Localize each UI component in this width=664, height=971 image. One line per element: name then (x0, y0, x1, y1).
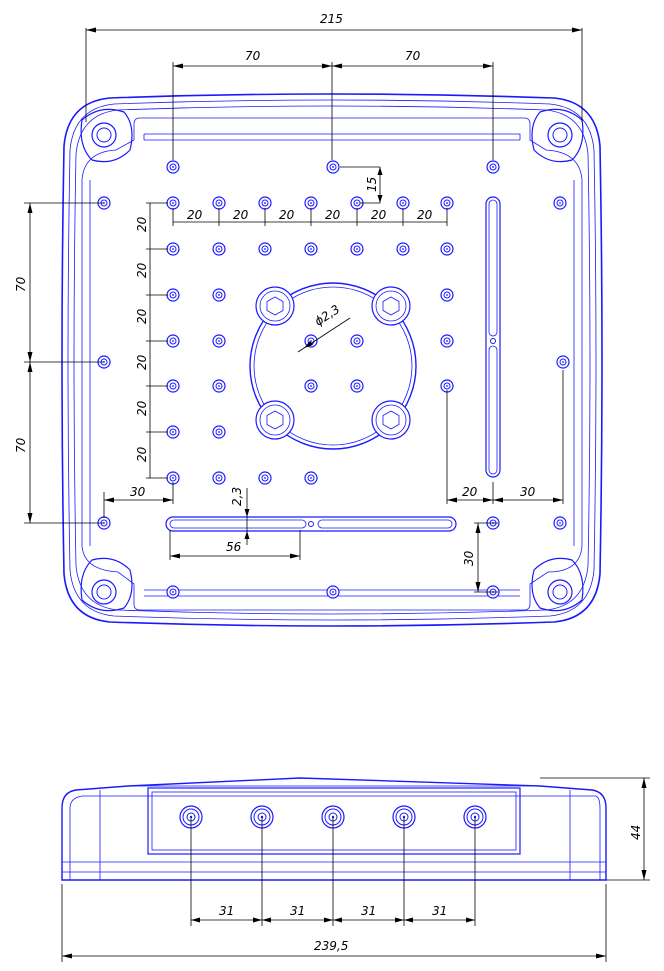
grid-hole (212, 334, 226, 348)
dim-hole-spacing-top-right: 70 (405, 49, 421, 63)
dim-slot-length: 56 (226, 540, 242, 554)
dim-vertical-upper: 70 (14, 276, 28, 292)
dim-grid-x-3: 20 (279, 208, 295, 222)
dim-port-spacing-3: 31 (361, 904, 376, 918)
dim-hole-diameter: ϕ2,3 (312, 302, 342, 328)
perimeter-hole (326, 585, 340, 599)
dim-side-overall-length: 239,5 (314, 939, 348, 953)
grid-hole (212, 471, 226, 485)
corner-lug-top-right (531, 108, 584, 163)
grid-hole (396, 196, 410, 210)
perimeter-hole (553, 516, 567, 530)
grid-hole (166, 242, 180, 256)
dim-grid-x-6: 20 (417, 208, 433, 222)
dim-grid-x-1: 20 (187, 208, 203, 222)
dim-grid-y-2: 20 (135, 262, 149, 278)
grid-hole (258, 196, 272, 210)
dim-grid-y-6: 20 (135, 446, 149, 462)
grid-hole (440, 196, 454, 210)
grid-hole (212, 196, 226, 210)
mounting-holes (97, 160, 570, 599)
dim-grid-y-3: 20 (135, 308, 149, 324)
grid-hole (396, 242, 410, 256)
grid-hole (440, 242, 454, 256)
grid-hole (166, 196, 180, 210)
ring-inner-hole (350, 334, 364, 348)
grid-hole (166, 288, 180, 302)
dim-vertical-lower: 70 (14, 437, 28, 453)
perimeter-hole (556, 355, 570, 369)
ring-boss-bottom-left (255, 400, 295, 440)
grid-hole (212, 425, 226, 439)
perimeter-hole (166, 585, 180, 599)
dim-grid-y-4: 20 (135, 354, 149, 370)
central-mount-ring (249, 282, 417, 450)
grid-hole (440, 379, 454, 393)
dim-side-height: 44 (629, 825, 643, 840)
dim-port-spacing-2: 31 (290, 904, 305, 918)
side-view-dimensions: 44 31 31 31 31 239,5 (61, 777, 650, 962)
grid-hole (166, 334, 180, 348)
ring-boss-bottom-right (371, 400, 411, 440)
dim-bottom-right-30: 30 (462, 550, 476, 566)
dim-grid-y-5: 20 (135, 400, 149, 416)
grid-hole (440, 334, 454, 348)
dim-hole-spacing-top-left: 70 (245, 49, 261, 63)
perimeter-hole (166, 160, 180, 174)
side-view-body (61, 777, 607, 881)
dim-port-spacing-4: 31 (432, 904, 447, 918)
horizontal-slot (165, 516, 457, 532)
dim-overall-width: 215 (320, 12, 343, 26)
ring-inner-hole (304, 379, 318, 393)
corner-lug-bottom-left (80, 557, 133, 612)
corner-lug-top-left (80, 108, 133, 163)
perimeter-hole (486, 160, 500, 174)
grid-hole (350, 242, 364, 256)
grid-hole (166, 379, 180, 393)
dim-right-20: 20 (462, 485, 478, 499)
dim-right-30: 30 (520, 485, 536, 499)
grid-hole (304, 471, 318, 485)
grid-hole (212, 288, 226, 302)
dim-grid-x-2: 20 (233, 208, 249, 222)
ring-inner-hole (350, 379, 364, 393)
grid-hole (440, 288, 454, 302)
perimeter-hole (326, 160, 340, 174)
ring-boss-top-left (255, 286, 295, 326)
grid-hole (304, 242, 318, 256)
dim-slot-width-left: 2,3 (230, 487, 244, 506)
grid-hole (166, 425, 180, 439)
dim-grid-y-1: 20 (135, 216, 149, 232)
vertical-slot (485, 196, 501, 478)
grid-hole (258, 471, 272, 485)
dim-left-offset: 30 (130, 485, 146, 499)
dim-grid-x-4: 20 (325, 208, 341, 222)
dim-offset-15: 15 (365, 177, 379, 192)
ring-boss-top-right (371, 286, 411, 326)
grid-hole (304, 196, 318, 210)
dim-port-spacing-1: 31 (219, 904, 234, 918)
grid-hole (212, 379, 226, 393)
grid-hole (212, 242, 226, 256)
corner-lug-bottom-right (531, 557, 584, 612)
perimeter-hole (553, 196, 567, 210)
dim-grid-x-5: 20 (371, 208, 387, 222)
grid-hole (258, 242, 272, 256)
